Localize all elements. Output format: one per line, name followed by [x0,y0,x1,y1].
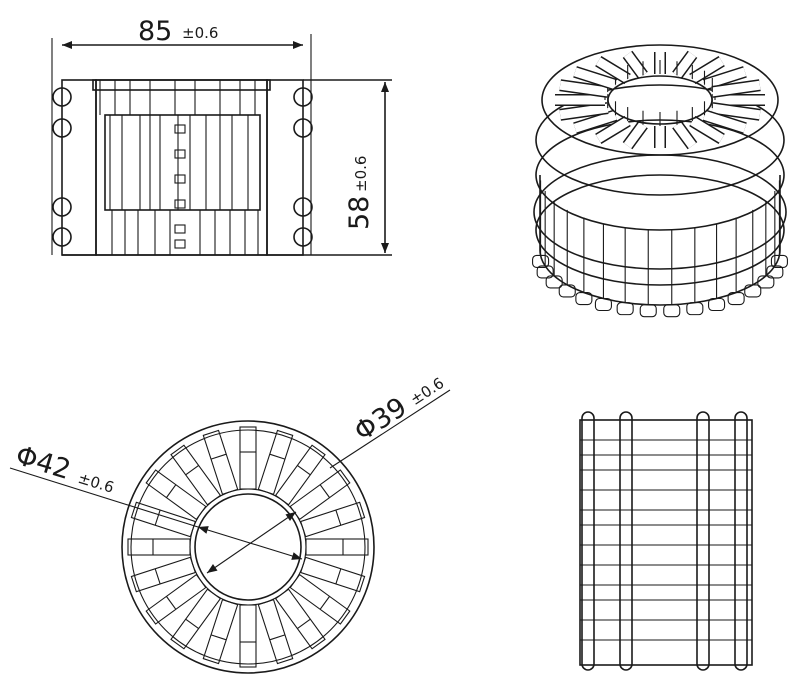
rivet-icon [293,87,313,107]
width-dimension-value: 85 [138,16,172,47]
rod [734,411,748,671]
core-segment [202,598,239,665]
core-segment [239,604,257,668]
core-segment [170,588,222,650]
core-segment [145,573,207,625]
height-dimension-value: 58 [344,196,375,230]
rod [696,411,710,671]
isometric-view [532,44,788,318]
rod [619,411,633,671]
core-segment [305,538,369,556]
outer-diameter-tolerance: ±0.6 [76,469,116,497]
inner-diameter-tolerance: ±0.6 [407,374,447,409]
core-segment [202,429,239,496]
width-dimension-tolerance: ±0.6 [182,24,218,42]
outer-diameter-value: Φ42 [12,440,74,486]
front-view [51,34,392,256]
rivet-icon [293,227,313,247]
top-view [9,389,451,674]
rivet-icon [293,118,313,138]
core-segment [170,444,222,506]
rivet-icon [52,87,72,107]
core-segment [130,556,197,593]
core-segment [145,469,207,521]
core-segment [289,573,351,625]
core-segment [239,426,257,490]
rivet-icon [52,197,72,217]
core-segment [130,501,197,538]
core-segment [127,538,191,556]
rivet-icon [52,118,72,138]
core-segment [289,469,351,521]
rivet-icon [293,197,313,217]
rivet-icon [52,227,72,247]
core-segment [274,444,326,506]
core-segment [257,598,294,665]
rod [581,411,595,671]
core-segment [257,429,294,496]
core-segment [299,556,366,593]
core-segment [299,501,366,538]
height-dimension-tolerance: ±0.6 [352,156,370,192]
side-view [579,411,753,671]
core-segment [274,588,326,650]
inner-diameter-value: Φ39 [349,392,413,448]
